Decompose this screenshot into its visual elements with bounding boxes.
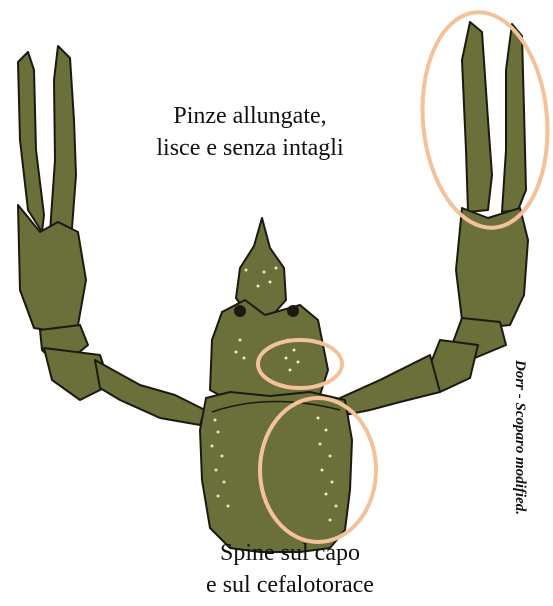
left-claw-outer-finger	[18, 52, 44, 232]
claw-caption: Pinze allungate, lisce e senza intagli	[120, 100, 380, 164]
claw-caption-line-1: Pinze allungate,	[120, 100, 380, 132]
right-arm-segment-3	[340, 355, 440, 415]
spines-caption-line-1: Spine sul capo	[170, 537, 410, 569]
right-claw-outer-finger	[502, 24, 526, 212]
carapace-main	[200, 392, 352, 552]
right-claw-inner-finger	[462, 22, 492, 212]
spines-caption: Spine sul capo e sul cefalotorace	[170, 537, 410, 601]
left-claw-inner-finger	[50, 46, 76, 232]
left-arm-segment-3	[95, 360, 205, 425]
spines-caption-line-2: e sul cefalotorace	[170, 569, 410, 601]
left-eye	[234, 305, 246, 317]
claw-caption-line-2: lisce e senza intagli	[120, 132, 380, 164]
right-eye	[287, 305, 299, 317]
image-credit: Dorr - Scoparo modified.	[511, 360, 528, 590]
